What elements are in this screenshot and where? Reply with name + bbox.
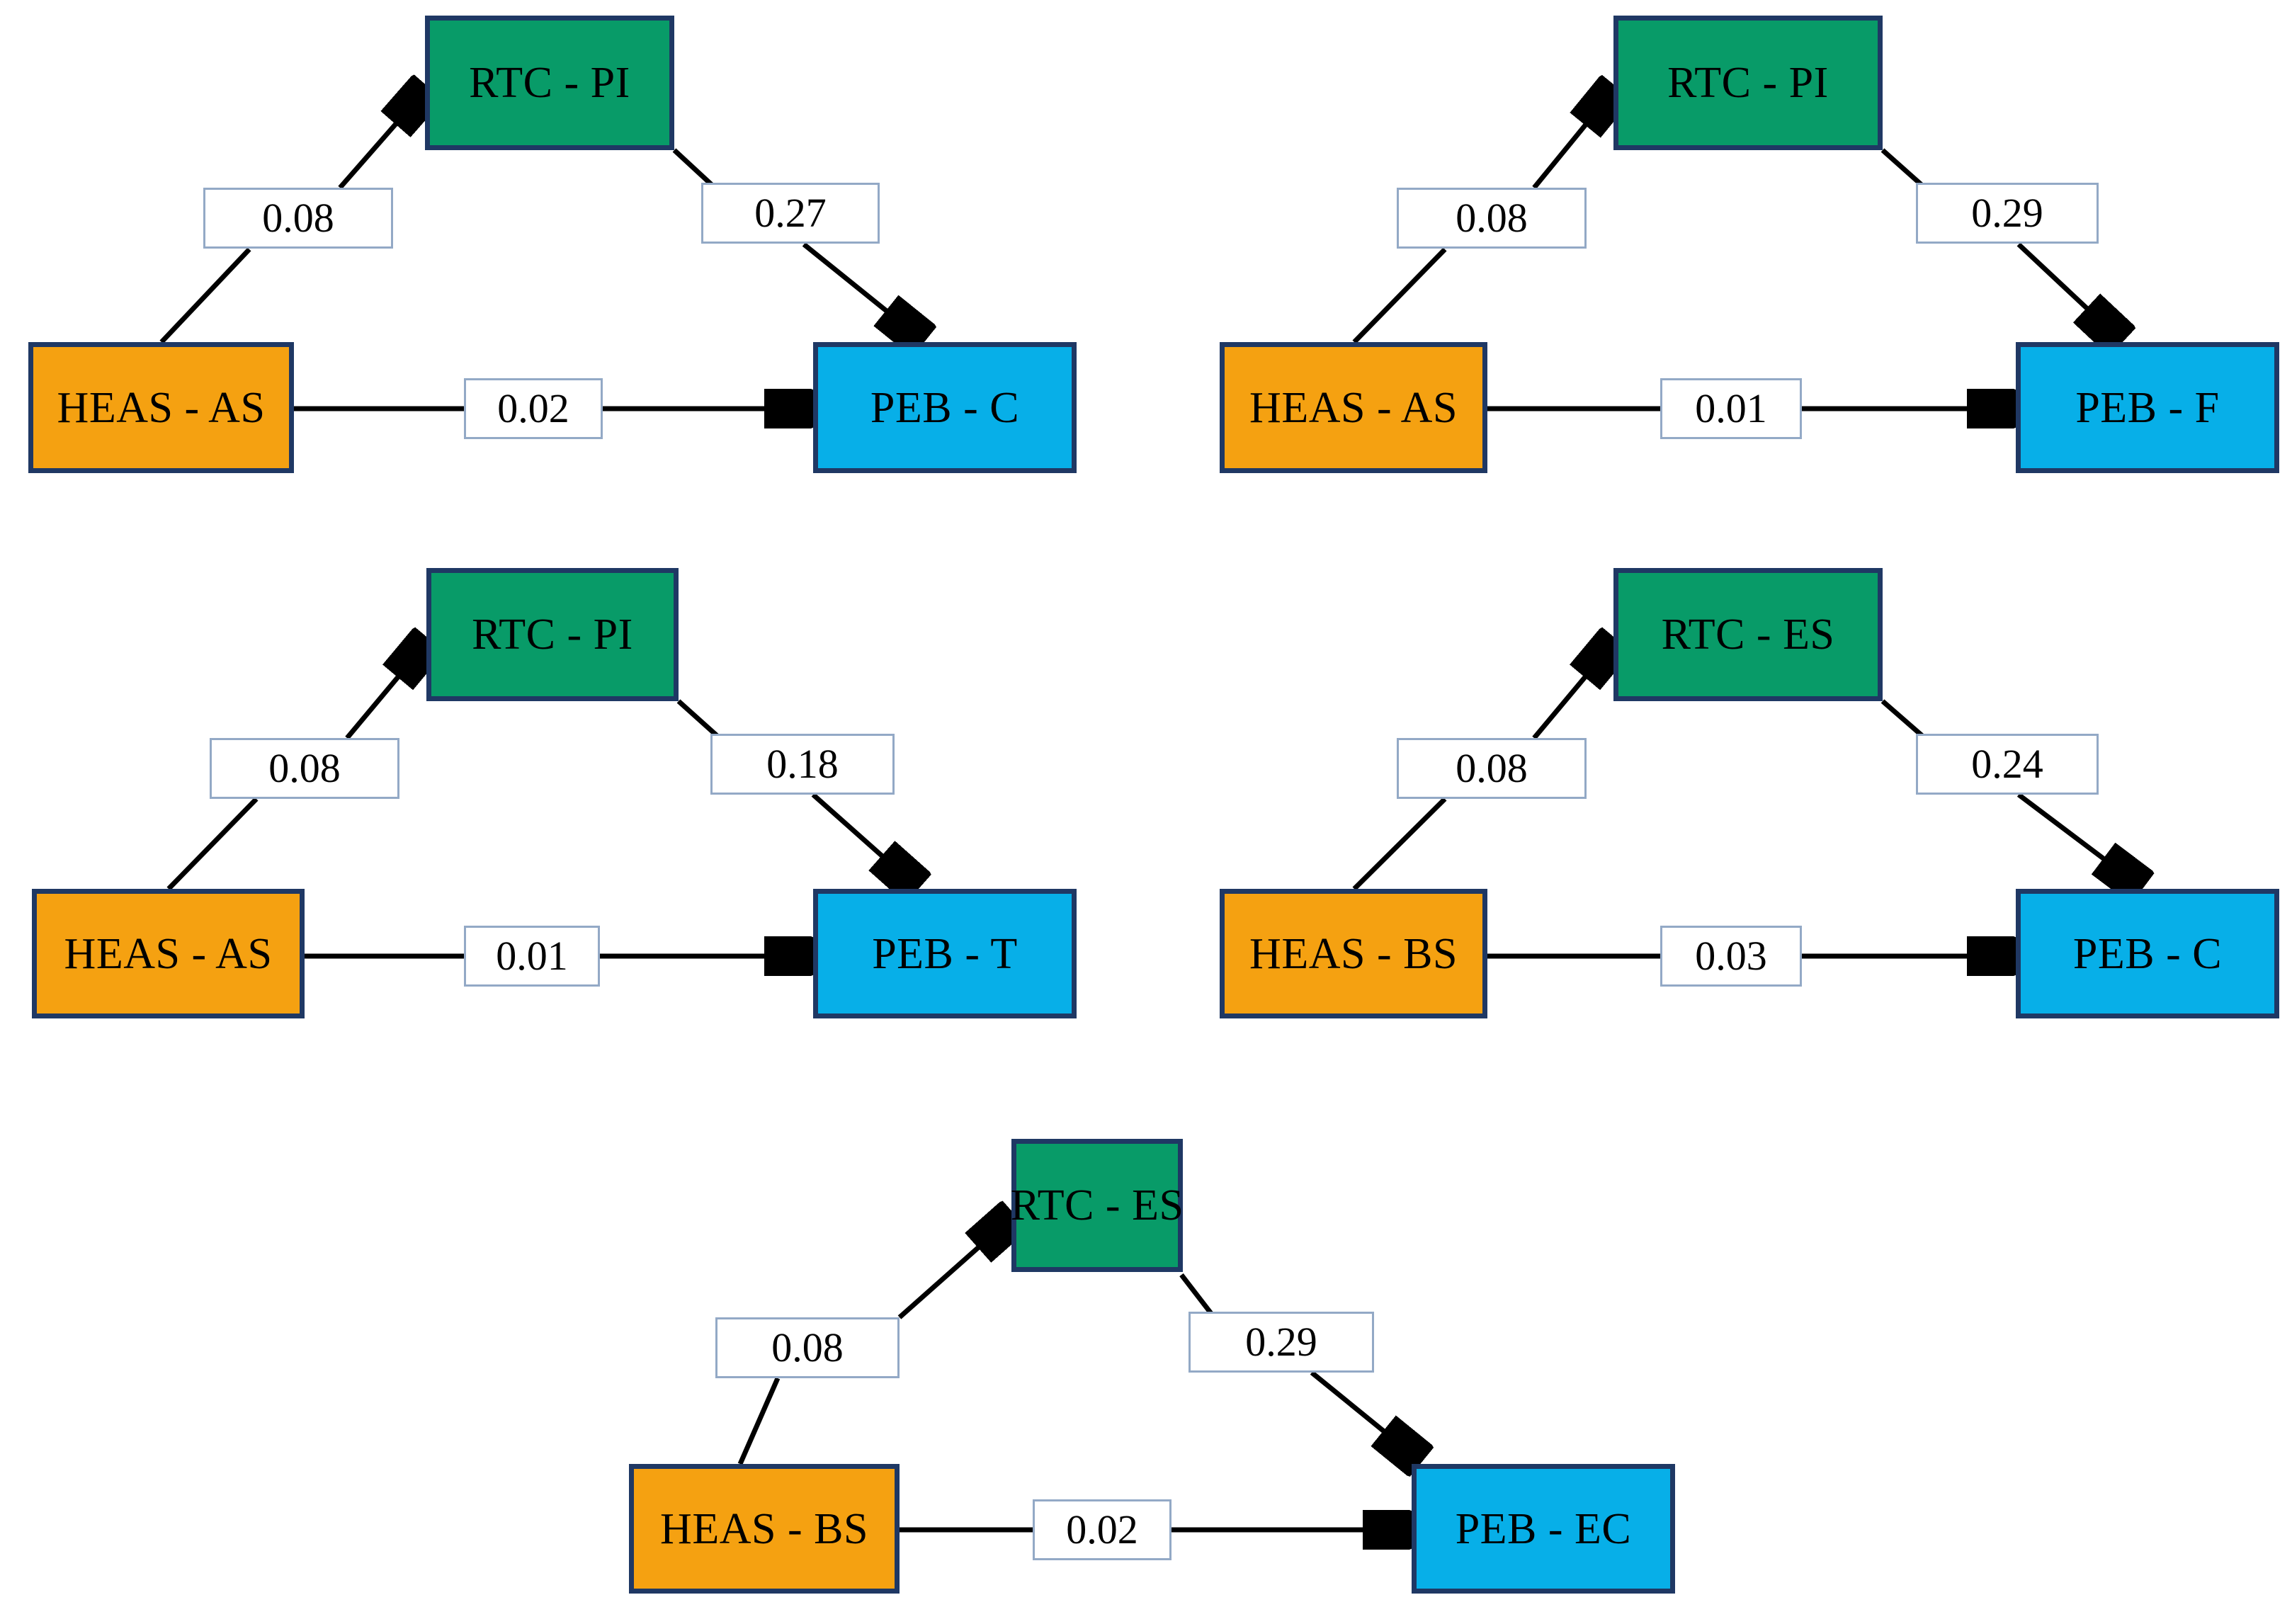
node-predictor-label: HEAS - BS — [660, 1504, 868, 1553]
path-label-b[interactable]: 0.29 — [1916, 183, 2099, 244]
edge-label-b-to-outcome — [811, 793, 915, 885]
edge-label-a-to-mediator — [897, 1218, 1011, 1319]
mediation-panel-1: RTC - PI HEAS - AS PEB - C 0.08 0.27 0.0… — [0, 0, 1133, 496]
panel-5-edges — [737, 1105, 1707, 1624]
mediation-panel-4: RTC - ES HEAS - BS PEB - C 0.08 0.24 0.0… — [1204, 552, 2292, 1048]
edge-predictor-to-label-a — [166, 797, 259, 891]
path-label-c-value: 0.02 — [1066, 1506, 1138, 1552]
path-label-a-value: 0.08 — [268, 745, 341, 791]
path-label-b[interactable]: 0.29 — [1188, 1312, 1374, 1373]
path-label-a[interactable]: 0.08 — [1397, 738, 1587, 799]
edge-label-a-to-mediator — [345, 643, 426, 740]
node-outcome[interactable]: PEB - T — [813, 889, 1077, 1018]
node-predictor-label: HEAS - AS — [64, 929, 273, 978]
path-label-a[interactable]: 0.08 — [1397, 188, 1587, 249]
node-predictor-label: HEAS - AS — [1249, 383, 1458, 432]
mediation-panel-3: RTC - PI HEAS - AS PEB - T 0.08 0.18 0.0… — [0, 552, 1133, 1048]
edge-label-b-to-outcome — [1310, 1370, 1418, 1459]
path-label-c[interactable]: 0.02 — [1033, 1499, 1171, 1560]
path-label-a-value: 0.08 — [1456, 745, 1528, 791]
node-mediator[interactable]: RTC - PI — [426, 568, 679, 701]
edge-predictor-to-label-a — [1352, 247, 1447, 344]
path-label-c[interactable]: 0.02 — [464, 378, 603, 439]
path-label-a[interactable]: 0.08 — [715, 1317, 900, 1378]
node-mediator[interactable]: RTC - PI — [1613, 16, 1883, 150]
path-label-b[interactable]: 0.24 — [1916, 734, 2099, 795]
node-mediator-label: RTC - PI — [1667, 59, 1829, 107]
node-outcome-label: PEB - T — [872, 929, 1018, 978]
edge-predictor-to-label-a — [159, 247, 251, 344]
node-mediator[interactable]: RTC - PI — [425, 16, 674, 150]
node-outcome[interactable]: PEB - C — [2016, 889, 2279, 1018]
node-mediator-label: RTC - ES — [1661, 611, 1835, 659]
path-label-a-value: 0.08 — [1456, 195, 1528, 241]
node-outcome-label: PEB - C — [870, 383, 1020, 432]
path-label-a[interactable]: 0.08 — [210, 738, 399, 799]
node-predictor[interactable]: HEAS - BS — [629, 1464, 900, 1594]
node-mediator[interactable]: RTC - ES — [1613, 568, 1883, 701]
edge-label-a-to-mediator — [1532, 643, 1613, 740]
node-outcome[interactable]: PEB - EC — [1412, 1464, 1675, 1594]
node-mediator-label: RTC - PI — [472, 611, 633, 659]
node-predictor[interactable]: HEAS - AS — [32, 889, 305, 1018]
path-label-a[interactable]: 0.08 — [203, 188, 393, 249]
node-predictor[interactable]: HEAS - AS — [28, 342, 294, 473]
path-label-c[interactable]: 0.01 — [464, 926, 600, 987]
path-label-a-value: 0.08 — [262, 195, 334, 241]
path-label-c-value: 0.01 — [496, 933, 568, 979]
path-label-a-value: 0.08 — [771, 1324, 844, 1370]
edge-label-a-to-mediator — [1532, 91, 1613, 190]
path-label-b-value: 0.29 — [1245, 1319, 1317, 1365]
node-mediator-label: RTC - ES — [1010, 1181, 1184, 1230]
node-predictor-label: HEAS - BS — [1249, 929, 1458, 978]
node-outcome-label: PEB - EC — [1455, 1504, 1632, 1553]
node-predictor[interactable]: HEAS - AS — [1220, 342, 1487, 473]
edge-label-b-to-outcome — [2016, 242, 2119, 339]
path-label-b-value: 0.29 — [1971, 190, 2043, 236]
path-label-b[interactable]: 0.27 — [701, 183, 880, 244]
edge-label-a-to-mediator — [338, 91, 425, 190]
mediation-panel-5: RTC - ES HEAS - BS PEB - EC 0.08 0.29 0.… — [602, 1105, 1707, 1624]
node-predictor-label: HEAS - AS — [57, 383, 266, 432]
edge-predictor-to-label-a — [737, 1377, 781, 1465]
node-predictor[interactable]: HEAS - BS — [1220, 889, 1487, 1018]
edge-label-b-to-outcome — [2016, 793, 2139, 885]
path-label-b[interactable]: 0.18 — [710, 734, 895, 795]
node-outcome[interactable]: PEB - C — [813, 342, 1077, 473]
path-label-c-value: 0.01 — [1695, 385, 1767, 431]
path-label-b-value: 0.24 — [1971, 741, 2043, 787]
path-label-c[interactable]: 0.03 — [1660, 926, 1802, 987]
node-outcome-label: PEB - C — [2072, 929, 2223, 978]
path-label-c-value: 0.02 — [497, 385, 569, 431]
panel-4-edges — [1352, 552, 2292, 1048]
edge-predictor-to-label-a — [1352, 797, 1447, 891]
path-label-c-value: 0.03 — [1695, 933, 1767, 979]
edge-label-b-to-outcome — [802, 242, 921, 339]
path-label-b-value: 0.27 — [754, 190, 827, 236]
path-label-c[interactable]: 0.01 — [1660, 378, 1802, 439]
mediation-panel-2: RTC - PI HEAS - AS PEB - F 0.08 0.29 0.0… — [1204, 0, 2292, 496]
path-label-b-value: 0.18 — [766, 741, 839, 787]
node-mediator[interactable]: RTC - ES — [1010, 1139, 1184, 1272]
node-outcome[interactable]: PEB - F — [2016, 342, 2279, 473]
node-mediator-label: RTC - PI — [469, 59, 630, 107]
node-outcome-label: PEB - F — [2075, 383, 2220, 432]
